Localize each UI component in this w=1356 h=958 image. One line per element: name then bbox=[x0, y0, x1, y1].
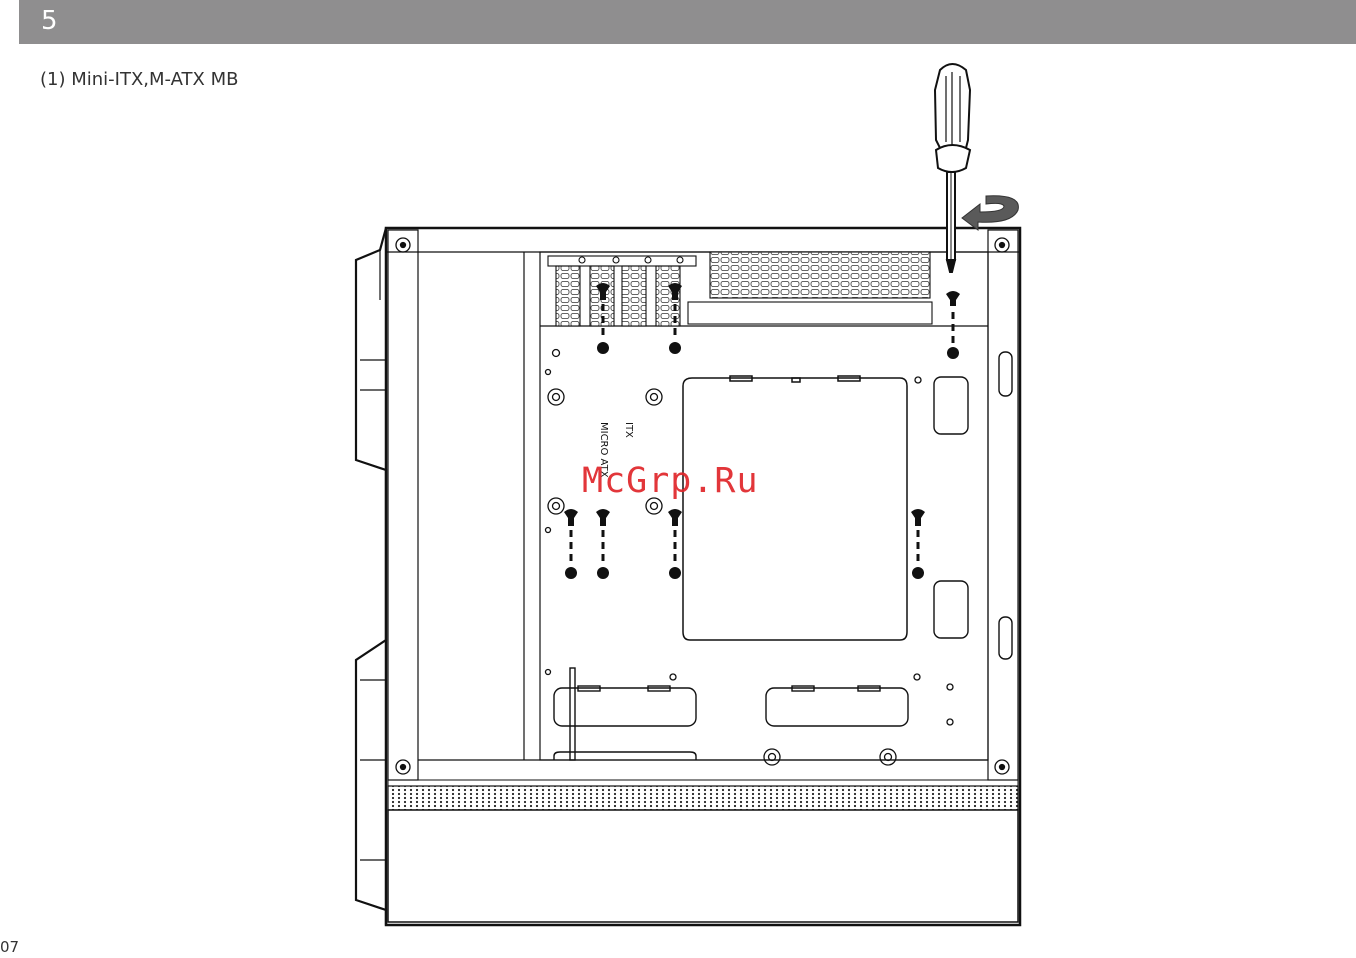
screw-icon bbox=[911, 509, 925, 565]
top-vent bbox=[688, 252, 932, 324]
itx-label: ITX bbox=[623, 422, 634, 438]
standoff-icon bbox=[597, 567, 609, 579]
standoff-icon bbox=[669, 342, 681, 354]
bottom-cutouts bbox=[554, 668, 908, 760]
watermark: McGrp.Ru bbox=[582, 460, 759, 502]
rotate-arrow-icon bbox=[962, 196, 1018, 230]
standoff-icon bbox=[947, 347, 959, 359]
screw-icon bbox=[668, 509, 682, 565]
standoff-holes bbox=[546, 350, 954, 766]
case-side-profile bbox=[356, 228, 386, 925]
screw-icon bbox=[564, 509, 578, 565]
cpu-cutout bbox=[683, 376, 907, 640]
side-cutouts bbox=[934, 352, 1012, 659]
screw-icon bbox=[946, 291, 960, 345]
screw-icon bbox=[596, 509, 610, 565]
bottom-mesh-panel bbox=[388, 786, 1018, 922]
standoff-icon bbox=[912, 567, 924, 579]
standoff-icon bbox=[669, 567, 681, 579]
screwdriver-icon bbox=[935, 64, 970, 272]
page-number: 07 bbox=[0, 938, 19, 956]
standoff-icon bbox=[597, 342, 609, 354]
standoff-icon bbox=[565, 567, 577, 579]
